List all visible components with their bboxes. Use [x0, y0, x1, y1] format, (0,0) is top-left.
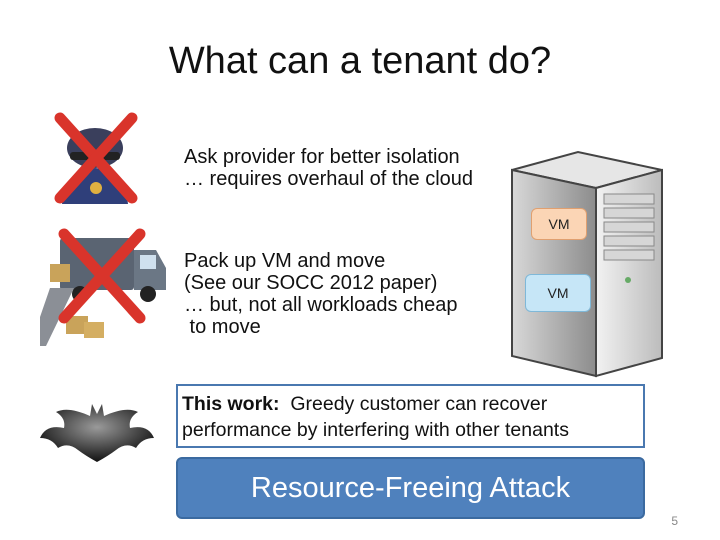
vm-badge: VM: [531, 208, 587, 240]
option-line: Pack up VM and move: [184, 250, 386, 272]
slide-title: What can a tenant do?: [168, 40, 552, 82]
server-tower-icon: [511, 150, 663, 378]
option-text-move: Pack up VM and move (See our SOCC 2012 p…: [184, 250, 458, 338]
option-line: (See our SOCC 2012 paper): [184, 272, 438, 294]
callout-bold-label: This work:: [182, 393, 280, 415]
option-text-isolation: Ask provider for better isolation … requ…: [184, 146, 473, 190]
option-line: to move: [184, 316, 261, 338]
this-work-callout: This work: Greedy customer can recover p…: [176, 384, 645, 448]
callout-line2: performance by interfering with other te…: [182, 419, 569, 441]
vm-badge: VM: [525, 274, 591, 312]
bat-icon: [40, 404, 154, 462]
option-line: … requires overhaul of the cloud: [184, 168, 474, 190]
moving-truck-icon: [40, 228, 166, 346]
resource-freeing-attack-banner: Resource-Freeing Attack: [176, 457, 645, 519]
option-line: … but, not all workloads cheap: [184, 294, 458, 316]
cross-mark-icon: [58, 228, 146, 324]
cross-mark-icon: [54, 112, 138, 204]
option-line: Ask provider for better isolation: [184, 146, 460, 168]
police-officer-icon: [54, 112, 138, 204]
callout-text: Greedy customer can recover: [279, 393, 548, 415]
page-number: 5: [671, 514, 678, 528]
